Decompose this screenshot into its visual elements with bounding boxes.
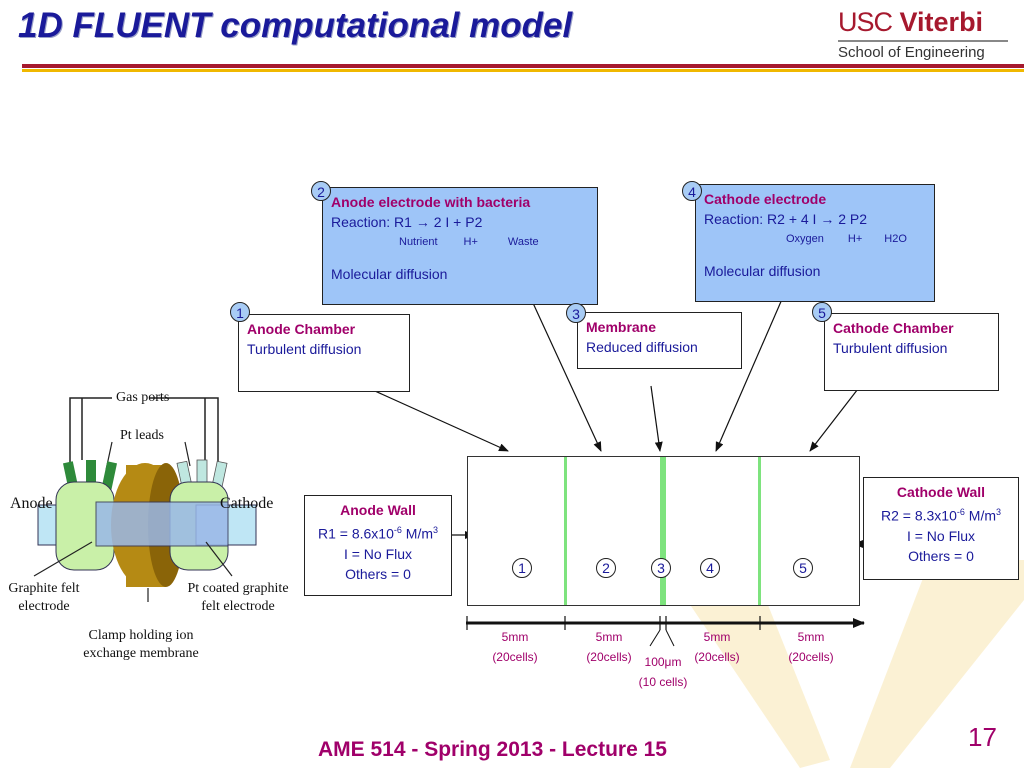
label-gas-ports: Gas ports bbox=[116, 390, 170, 405]
badge-2: 2 bbox=[311, 181, 331, 201]
badge-1: 1 bbox=[230, 302, 250, 322]
anode-wall-box: Anode Wall R1 = 8.6x10-6 M/m3 I = No Flu… bbox=[304, 495, 452, 596]
arrow-anode-electrode bbox=[526, 289, 602, 452]
viterbi-watermark bbox=[660, 560, 1024, 768]
boundary-line-2 bbox=[758, 457, 761, 605]
arrow-membrane bbox=[650, 385, 663, 452]
cathode-wall-box: Cathode Wall R2 = 8.3x10-6 M/m3 I = No F… bbox=[863, 477, 1019, 580]
domain-cell-4: 4 bbox=[700, 558, 720, 578]
badge-3: 3 bbox=[566, 303, 586, 323]
dimension-4: 5mm(20cells) bbox=[694, 630, 740, 664]
domain-cell-5: 5 bbox=[793, 558, 813, 578]
computational-domain: 1 2 3 4 5 bbox=[467, 456, 860, 606]
dimension-1: 5mm(20cells) bbox=[492, 630, 538, 664]
header-rule-red bbox=[22, 64, 1024, 68]
boundary-line-1 bbox=[564, 457, 567, 605]
membrane-box: Membrane Reduced diffusion bbox=[577, 312, 742, 369]
dimension-2: 5mm(20cells) bbox=[586, 630, 632, 664]
fuel-cell-illustration bbox=[33, 397, 257, 602]
dimension-axis bbox=[466, 616, 865, 647]
domain-cell-2: 2 bbox=[596, 558, 616, 578]
dimension-3: 100μm(10 cells) bbox=[638, 655, 688, 689]
badge-5: 5 bbox=[812, 302, 832, 322]
label-graphite-felt: Graphite felt electrode bbox=[8, 581, 80, 614]
membrane-line-right bbox=[664, 457, 666, 605]
anode-chamber-box: Anode Chamber Turbulent diffusion bbox=[238, 314, 410, 392]
arrow-cathode-chamber bbox=[809, 384, 862, 452]
footer-course: AME 514 - Spring 2013 - Lecture 15 bbox=[318, 738, 667, 761]
anode-electrode-box: Anode electrode with bacteria Reaction: … bbox=[322, 187, 598, 305]
cathode-chamber-box: Cathode Chamber Turbulent diffusion bbox=[824, 313, 999, 391]
label-pt-leads: Pt leads bbox=[120, 428, 164, 443]
label-cathode: Cathode bbox=[220, 495, 274, 512]
header-rule-gold bbox=[22, 69, 1024, 72]
page-title: 1D FLUENT computational model bbox=[18, 6, 573, 45]
arrow-anode-chamber bbox=[354, 381, 509, 452]
badge-4: 4 bbox=[682, 181, 702, 201]
cathode-electrode-box: Cathode electrode Reaction: R2 + 4 I → 2… bbox=[695, 184, 935, 302]
dimension-5: 5mm(20cells) bbox=[788, 630, 834, 664]
page-number: 17 bbox=[968, 722, 997, 752]
label-clamp: Clamp holding ion exchange membrane bbox=[83, 628, 199, 661]
label-pt-coated: Pt coated graphite felt electrode bbox=[187, 581, 289, 614]
usc-viterbi-logo: USC Viterbi School of Engineering bbox=[838, 8, 1008, 61]
arrow-cathode-electrode bbox=[715, 289, 787, 452]
domain-cell-3: 3 bbox=[651, 558, 671, 578]
label-anode: Anode bbox=[10, 495, 53, 512]
domain-cell-1: 1 bbox=[512, 558, 532, 578]
membrane-line-left bbox=[660, 457, 664, 605]
